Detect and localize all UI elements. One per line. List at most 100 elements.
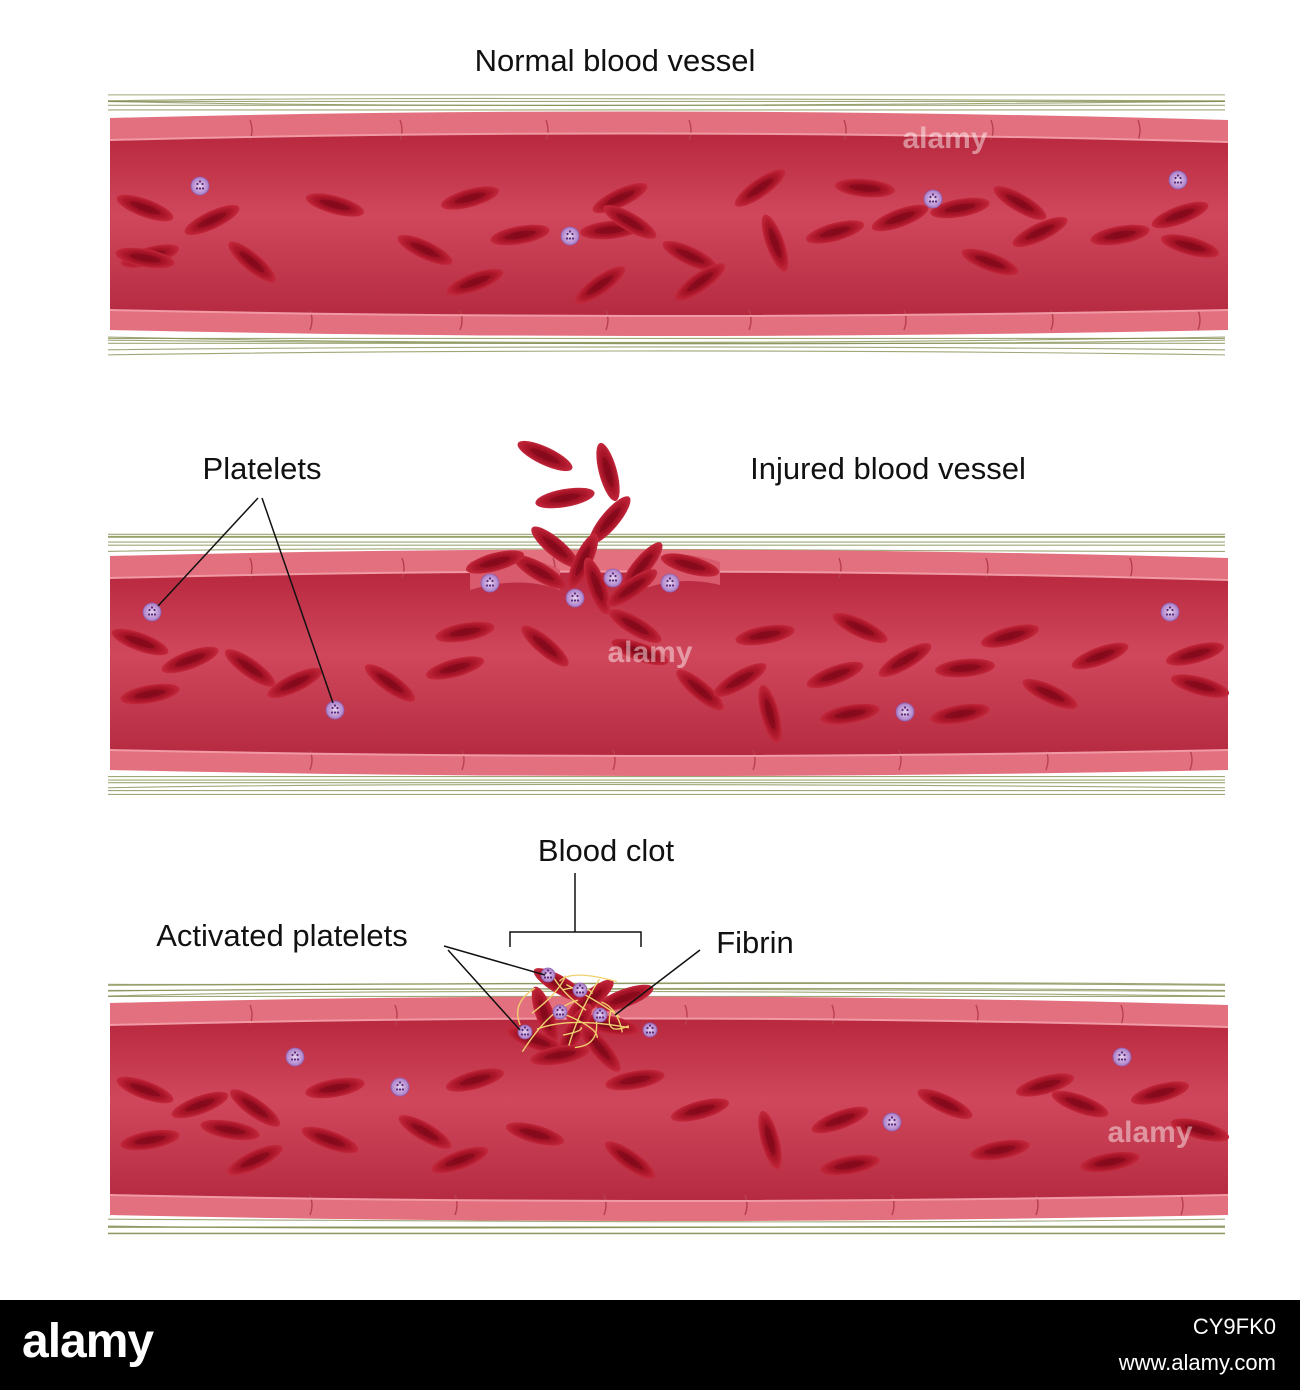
- fiber-line: [107, 781, 1226, 784]
- cell-boundary: [1129, 557, 1133, 579]
- cell-boundary: [1137, 119, 1141, 141]
- wall-edge: [109, 1017, 1229, 1028]
- platelet: [325, 700, 345, 720]
- cell-boundary: [309, 309, 313, 331]
- red-blood-cell: [116, 194, 174, 222]
- red-blood-cell: [605, 1069, 665, 1091]
- cell-boundary: [249, 1004, 253, 1026]
- fibrin-strand: [559, 974, 618, 983]
- red-blood-cell: [184, 204, 240, 236]
- red-blood-cell: [1170, 674, 1230, 698]
- cell-boundary: [684, 1004, 688, 1026]
- red-blood-cell: [583, 557, 611, 615]
- red-blood-cell: [603, 205, 657, 239]
- footer-image-id: CY9FK0: [1192, 1314, 1276, 1339]
- red-blood-cell: [713, 663, 767, 697]
- red-blood-cell: [229, 1089, 281, 1127]
- red-blood-cell: [761, 214, 789, 272]
- fiber-line: [107, 350, 1226, 356]
- fiber-line: [107, 776, 1226, 779]
- platelet: [480, 573, 500, 593]
- red-blood-cell: [970, 1139, 1030, 1161]
- red-blood-cell: [116, 1076, 174, 1104]
- red-blood-cell: [758, 1110, 782, 1170]
- cell-boundary: [903, 309, 907, 331]
- red-blood-cell: [530, 1044, 590, 1066]
- vessels-layer: [107, 94, 1230, 1237]
- red-blood-cell: [1170, 1118, 1230, 1142]
- platelet: [517, 1024, 533, 1040]
- red-blood-cell: [115, 247, 175, 269]
- red-blood-cell: [224, 649, 276, 687]
- fibrin-strand: [531, 975, 567, 1014]
- wall-edge: [109, 309, 1229, 317]
- red-blood-cell: [961, 248, 1019, 276]
- red-blood-cell: [513, 555, 567, 589]
- red-blood-cell: [490, 224, 550, 246]
- red-blood-cell: [1090, 224, 1150, 246]
- label-blood-clot: Blood clot: [538, 833, 675, 868]
- red-blood-cell: [505, 1122, 565, 1146]
- platelet: [603, 568, 623, 588]
- fibrin-strand: [536, 1021, 630, 1030]
- platelet: [142, 602, 162, 622]
- red-blood-cell: [832, 612, 888, 644]
- red-blood-cell: [811, 1106, 869, 1134]
- platelet: [1160, 602, 1180, 622]
- red-blood-cell: [267, 667, 323, 699]
- red-blood-cell: [676, 669, 724, 711]
- clotted-blood-vessel: [107, 967, 1230, 1237]
- cell-boundary: [603, 1194, 607, 1216]
- cell-boundary: [545, 119, 549, 141]
- footer-logo: alamy: [22, 1315, 154, 1368]
- red-blood-cell: [917, 1088, 973, 1120]
- red-blood-cell: [305, 193, 365, 217]
- fiber-line: [107, 1218, 1226, 1223]
- platelet: [592, 1007, 608, 1023]
- red-blood-cell: [301, 1126, 359, 1154]
- red-blood-cell: [517, 440, 573, 472]
- footer-bar: alamy CY9FK0 www.alamy.com: [0, 1300, 1300, 1390]
- red-blood-cell: [674, 263, 726, 301]
- cell-boundary: [605, 309, 609, 331]
- cell-boundary: [898, 749, 902, 771]
- red-blood-cell: [425, 656, 485, 680]
- red-blood-cell: [1012, 216, 1068, 248]
- fiber-line: [107, 108, 1226, 111]
- platelet: [190, 176, 210, 196]
- red-blood-cell: [871, 204, 929, 232]
- red-blood-cell: [398, 1115, 452, 1149]
- platelet: [572, 982, 588, 998]
- wall-edge: [109, 132, 1229, 143]
- cell-boundary: [838, 557, 842, 579]
- fiber-line: [107, 789, 1226, 792]
- fiber-line: [107, 994, 1226, 998]
- red-blood-cell: [521, 625, 569, 667]
- platelet: [660, 573, 680, 593]
- fiber-line: [107, 988, 1226, 992]
- red-blood-cell: [993, 186, 1047, 220]
- watermark-bottom: alamy: [1107, 1116, 1192, 1149]
- fiber-line: [107, 100, 1226, 106]
- fiber-line: [107, 94, 1226, 97]
- cell-boundary: [459, 309, 463, 331]
- platelet: [923, 189, 943, 209]
- fiber-line: [107, 982, 1226, 985]
- fibrin-strand: [568, 978, 600, 1046]
- label-activated-platelets: Activated platelets: [156, 918, 408, 953]
- red-blood-cell: [535, 487, 595, 509]
- cell-boundary: [249, 557, 253, 579]
- red-blood-cell: [935, 658, 995, 678]
- platelet: [1168, 170, 1188, 190]
- fibrin-strand: [516, 987, 536, 1026]
- cell-boundary: [1197, 309, 1201, 331]
- red-blood-cell: [735, 624, 795, 646]
- red-blood-cell: [606, 569, 658, 607]
- injury-site: [465, 440, 720, 615]
- fiber-line: [107, 336, 1226, 340]
- label-fibrin: Fibrin: [716, 925, 794, 960]
- red-blood-cell: [364, 664, 416, 702]
- leader-activated-a: [443, 945, 546, 976]
- fibrin-strand: [552, 976, 587, 1011]
- cell-boundary: [612, 749, 616, 771]
